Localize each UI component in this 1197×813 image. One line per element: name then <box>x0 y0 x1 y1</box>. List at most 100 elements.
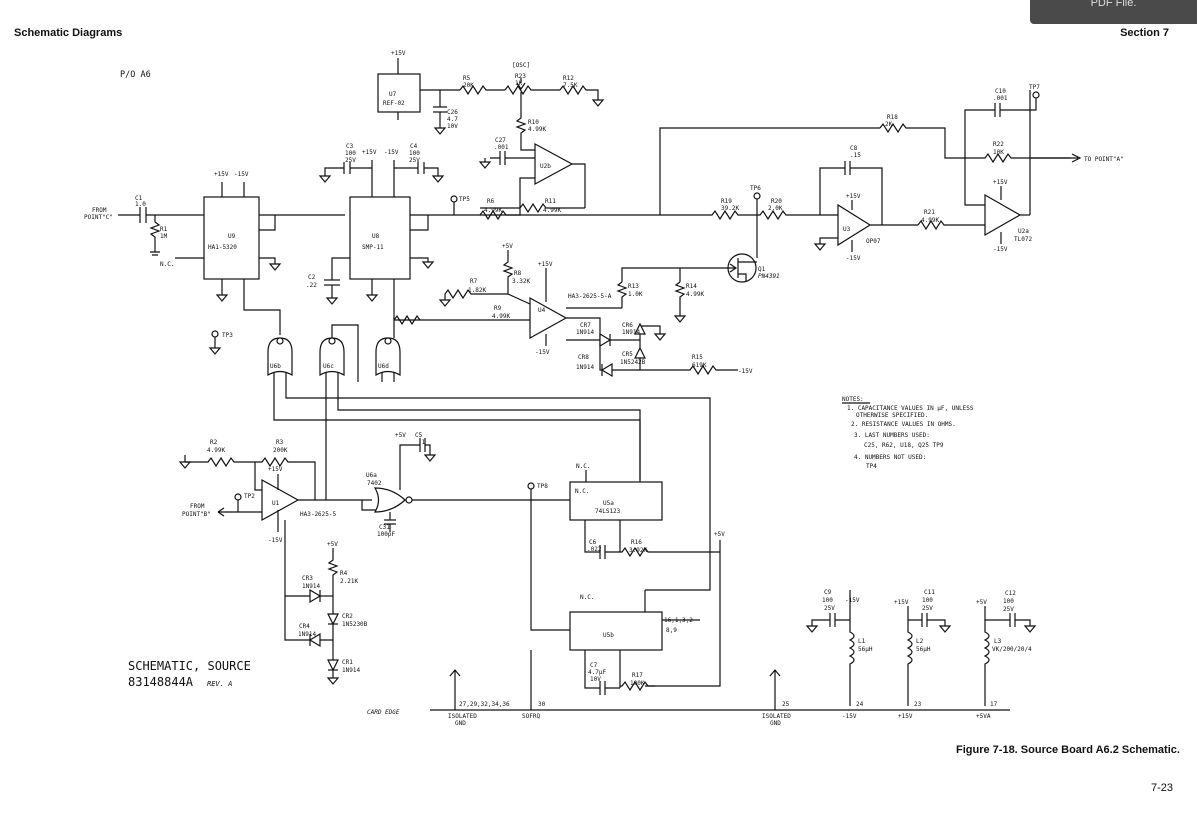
tp2-test-point[interactable] <box>234 493 242 501</box>
u5b-pin-label: 8,9 <box>666 627 677 634</box>
title-part-number: 83148844A <box>128 675 194 689</box>
c7-label: C7 <box>590 662 598 669</box>
supply-label: -15V <box>738 368 753 375</box>
tp5-test-point[interactable] <box>450 195 458 203</box>
r15-value: 619K <box>692 362 707 369</box>
r4-label: R4 <box>340 570 348 577</box>
tp6-test-point[interactable] <box>753 192 761 200</box>
u6c-label: U6c <box>323 363 334 370</box>
title-schematic-source: SCHEMATIC, SOURCE <box>128 659 251 673</box>
cr3-label: CR3 <box>302 575 313 582</box>
input-point-c: FROM POINT"C" <box>84 207 200 256</box>
u3-label: U3 <box>843 226 851 233</box>
supply-label: +15V <box>993 179 1008 186</box>
power-filter-minus15 <box>805 590 855 706</box>
cr4-part: 1N914 <box>298 631 316 638</box>
r11-label: R11 <box>545 198 556 205</box>
supply-label: +5V <box>502 243 513 250</box>
page-number: 7-23 <box>1151 782 1174 794</box>
c3-label: C3 <box>346 143 354 150</box>
u9-sample-hold: U9 HA1-5320 +15V -15V N.C. <box>160 171 345 335</box>
input-clamp-network <box>284 520 340 685</box>
r3-label: R3 <box>276 439 284 446</box>
c10-label: C10 <box>995 88 1006 95</box>
c11-rating: 25V <box>922 605 933 612</box>
input-label: POINT"C" <box>84 214 113 221</box>
r9-value: 4.99K <box>492 313 510 320</box>
l2-label: L2 <box>916 638 924 645</box>
u2a-op-amp: U2a TL072 +15V -15V <box>964 90 1082 253</box>
cr8-label: CR8 <box>578 354 589 361</box>
u4-label: U4 <box>538 307 546 314</box>
card-edge-label: CARD EDGE <box>367 709 400 716</box>
supply-label: +5V <box>395 432 406 439</box>
r21-label: R21 <box>924 209 935 216</box>
c8-label: C8 <box>850 145 858 152</box>
c3-value: 100 <box>345 150 356 157</box>
tp2-label: TP2 <box>244 493 255 500</box>
u5a-monostable: N.C. U5a 74LS123 <box>569 470 720 559</box>
c5-value: .1 <box>418 439 426 446</box>
tp3-test-point[interactable] <box>211 330 219 338</box>
r3-value: 200K <box>273 447 288 454</box>
r20-value: 2K <box>885 121 893 128</box>
gnd-label: GND <box>455 720 466 727</box>
page-header-right: Section 7 <box>1120 27 1169 39</box>
r13-value: 1.0K <box>628 291 643 298</box>
c11-label: C11 <box>924 589 935 596</box>
card-edge-pins: 23 <box>914 701 922 708</box>
isolated-label: ISOLATED <box>762 713 791 720</box>
note-line: 1. CAPACITANCE VALUES IN μF, UNLESS <box>847 405 974 412</box>
c4-value: 100 <box>409 150 420 157</box>
r5-value: 20K <box>463 82 474 89</box>
u2a-part: TL072 <box>1014 236 1032 243</box>
c8-value: .15 <box>850 152 861 159</box>
supply-label: -15V <box>993 246 1008 253</box>
u5a-part: 74LS123 <box>595 508 621 515</box>
r12-label: R12 <box>563 75 574 82</box>
l3-label: L3 <box>994 638 1002 645</box>
q1-label: Q1 <box>758 266 766 273</box>
oscillator-divider <box>459 78 605 151</box>
supply-label: -15V <box>384 149 399 156</box>
r4-value: 2.21K <box>340 578 358 585</box>
cr5-label: CR5 <box>622 351 633 358</box>
note-line: OTHERWISE SPECIFIED. <box>856 412 928 419</box>
c9-rating: 25V <box>824 605 835 612</box>
r18-value: 39.2K <box>721 205 739 212</box>
r12-value: 7.5K <box>563 82 578 89</box>
tp7-test-point[interactable] <box>1032 91 1040 99</box>
u7-part: REF-02 <box>383 100 405 107</box>
input-label: FROM <box>92 207 107 214</box>
cr1-label: CR1 <box>342 659 353 666</box>
u2b-op-amp: U2b <box>479 142 586 221</box>
u6d-label: U6d <box>378 363 389 370</box>
supply-label: +15V <box>894 599 909 606</box>
c1-label: C1 <box>135 195 143 202</box>
u5b-label: U5b <box>603 632 614 639</box>
notes-heading: NOTES: <box>842 396 864 403</box>
power-filter-plus5 <box>983 606 1037 706</box>
r17-label: R17 <box>632 672 643 679</box>
r14-label: R14 <box>686 283 697 290</box>
u6b-label: U6b <box>270 363 281 370</box>
c5-label: C5 <box>415 432 423 439</box>
c27-value: .001 <box>494 144 509 151</box>
r2-label: R2 <box>210 439 218 446</box>
cr6-label: CR6 <box>622 322 633 329</box>
u5a-label: U5a <box>603 500 614 507</box>
u6a-part: 7402 <box>367 480 382 487</box>
u8-sample-hold: U8 SMP-11 +15V -15V <box>318 149 660 338</box>
nc-label: N.C. <box>580 594 594 601</box>
cr8-part: 1N914 <box>576 364 594 371</box>
r8-value: 3.32K <box>512 278 530 285</box>
q1-part: PN4391 <box>758 273 780 280</box>
tp6-label: TP6 <box>750 185 761 192</box>
tp8-test-point[interactable] <box>527 482 535 490</box>
c12-rating: 25V <box>1003 606 1014 613</box>
l1-label: L1 <box>858 638 866 645</box>
r2-value: 4.99K <box>207 447 225 454</box>
pdf-file-badge[interactable]: PDF File. <box>1030 0 1197 24</box>
cr2-label: CR2 <box>342 613 353 620</box>
